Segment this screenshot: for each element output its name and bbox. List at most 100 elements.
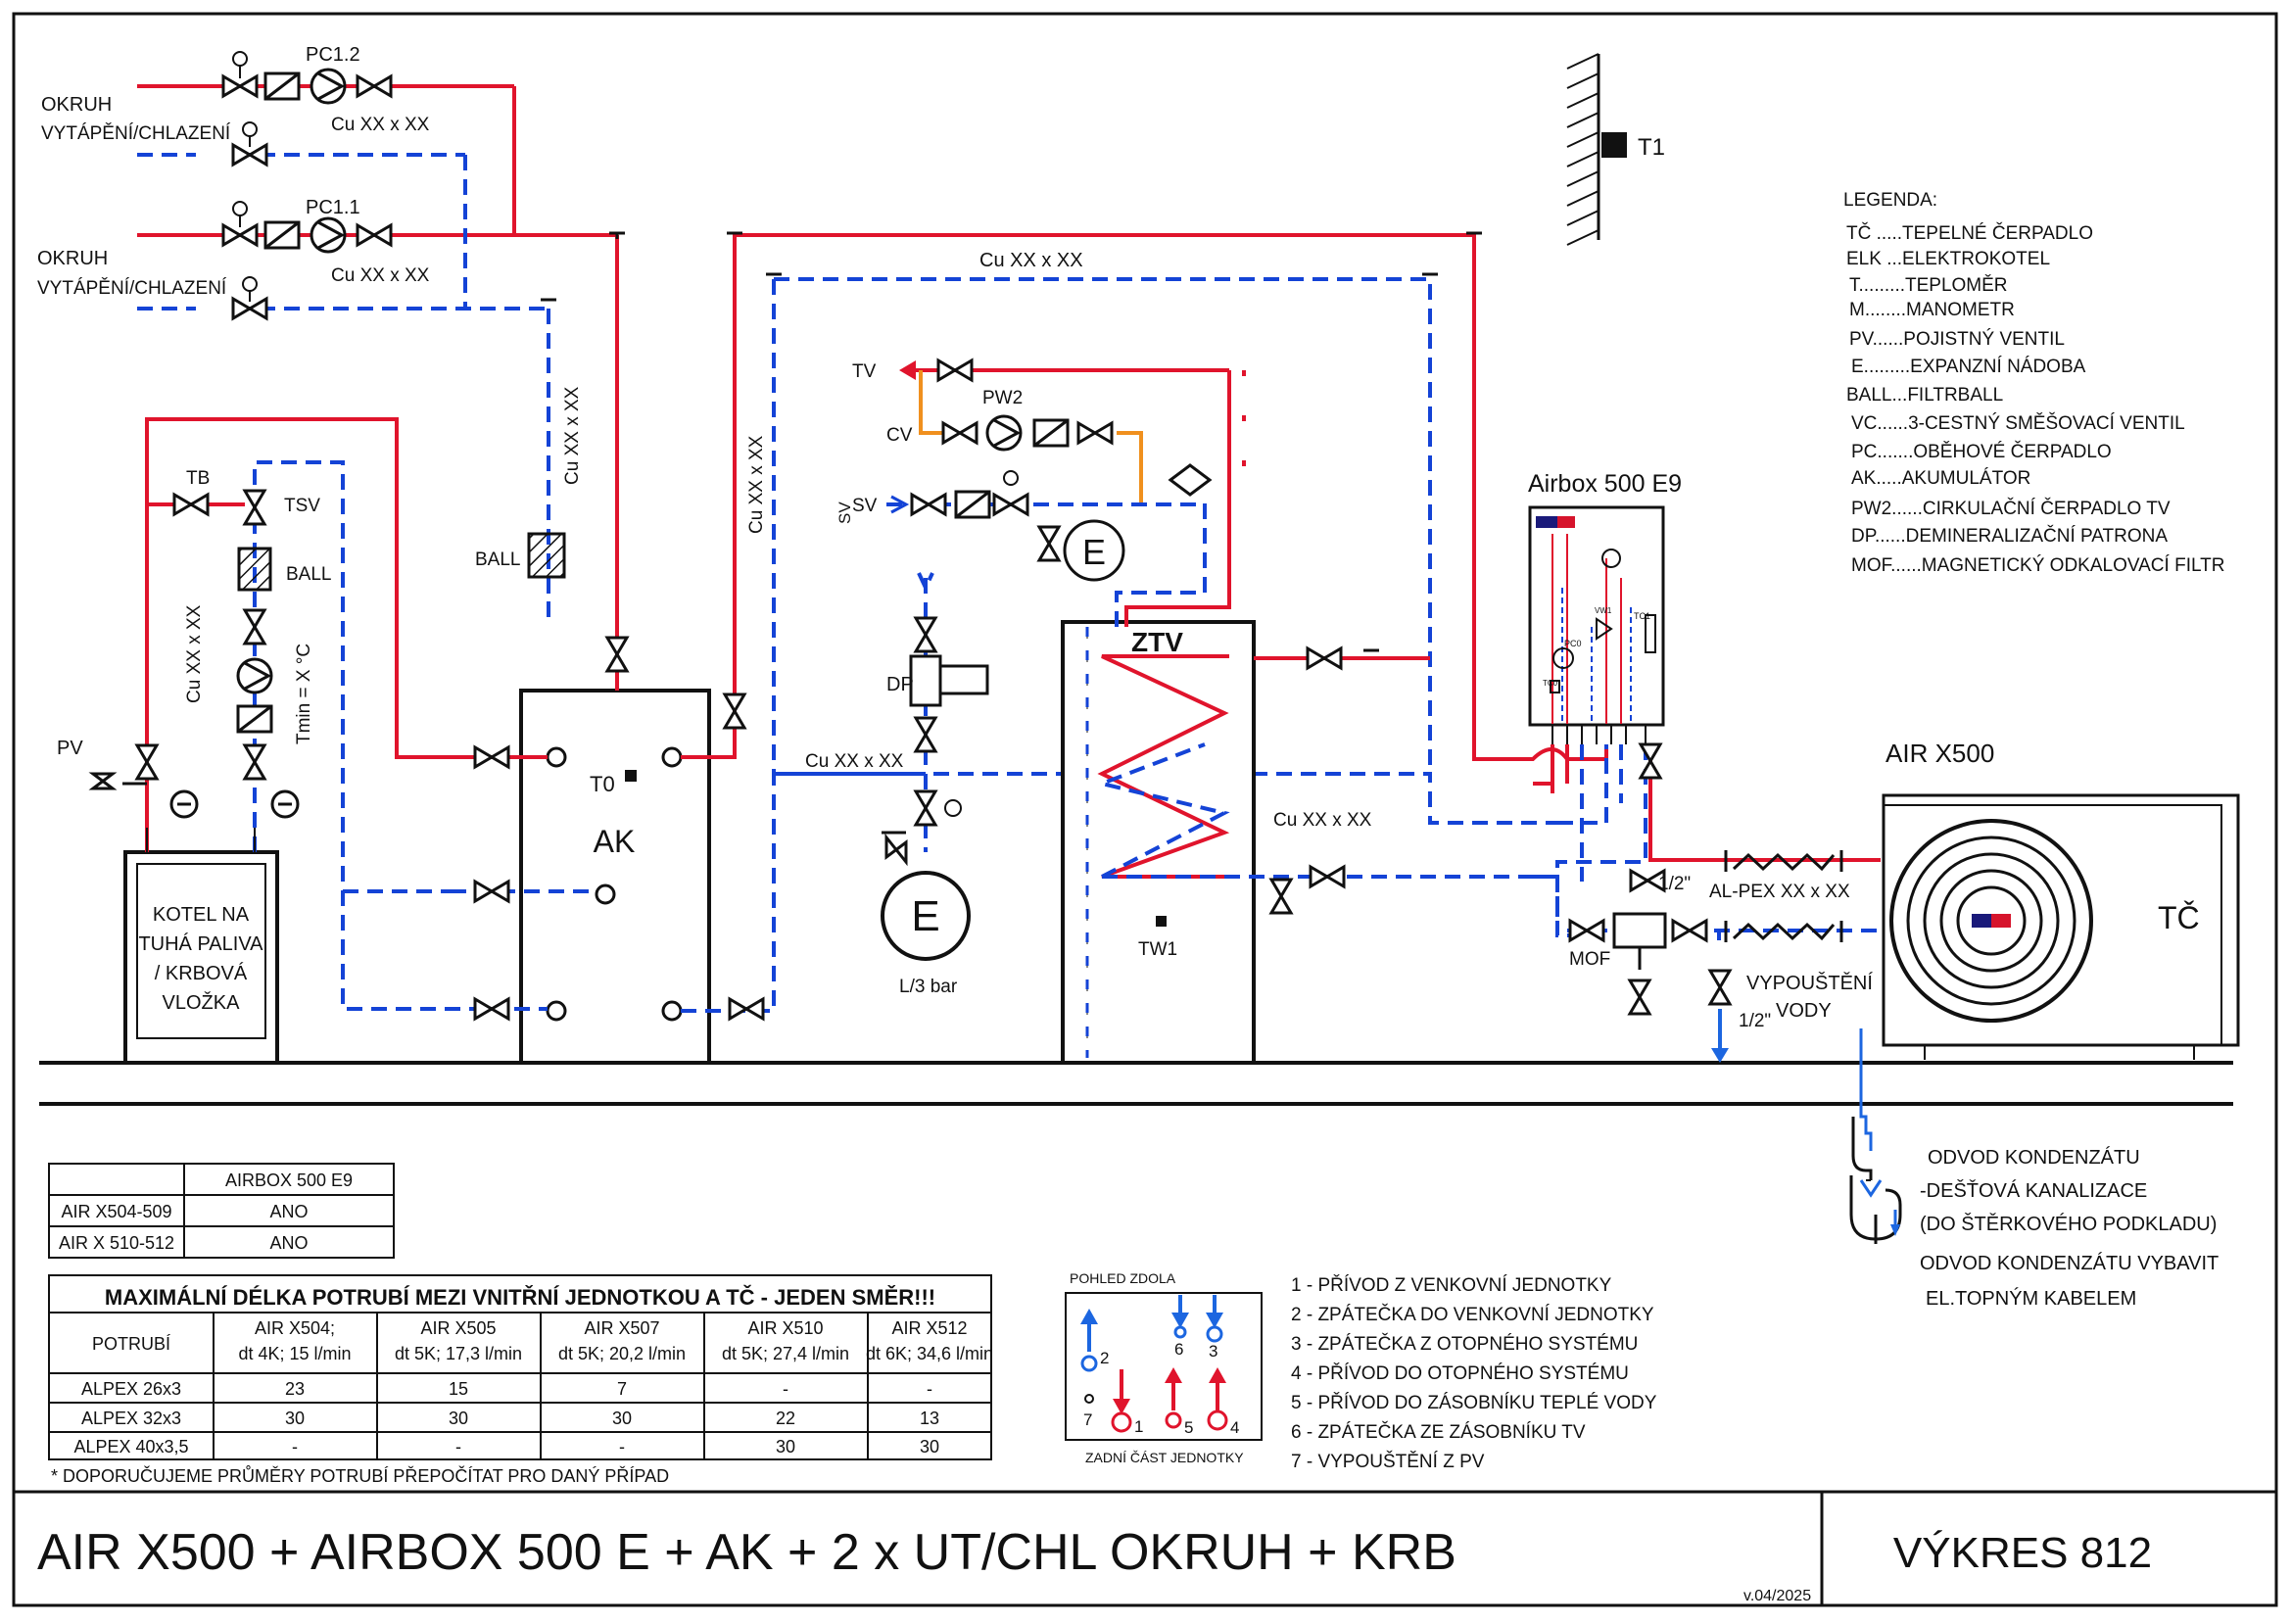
conn-num-5: 5: [1184, 1418, 1193, 1437]
half-inch-1: 1/2": [1658, 874, 1691, 894]
conn-list-2: 2 - ZPÁTEČKA DO VENKOVNÍ JEDNOTKY: [1291, 1304, 1654, 1325]
legend-title: LEGENDA:: [1843, 190, 1937, 211]
row2-c4: 22: [776, 1409, 795, 1428]
boiler-text-3: / KRBOVÁ: [155, 962, 248, 984]
label-sv-vertical: SV: [835, 502, 854, 524]
legend-item-m: M........MANOMETR: [1849, 300, 2015, 320]
ztv-expansion-e: E: [1082, 532, 1106, 572]
length-col0: POTRUBÍ: [92, 1334, 170, 1354]
t1-label: T1: [1638, 134, 1665, 161]
label-tb: TB: [186, 468, 210, 489]
boiler-text-1: KOTEL NA: [153, 904, 250, 926]
solid-fuel-boiler: KOTEL NA TUHÁ PALIVA / KRBOVÁ VLOŽKA TB …: [57, 417, 490, 1065]
conn-num-1: 1: [1134, 1417, 1143, 1436]
cu-label-dp: Cu XX x XX: [805, 751, 904, 772]
label-tmin: Tmin = X °C: [294, 644, 314, 744]
row1-c4: -: [783, 1379, 788, 1399]
conn-num-2: 2: [1100, 1349, 1109, 1367]
pump-pc12-label: PC1.2: [306, 44, 360, 66]
conn-num-6: 6: [1174, 1340, 1183, 1359]
title-block: AIR X500 + AIRBOX 500 E + AK + 2 x UT/CH…: [37, 1524, 2152, 1604]
vypousteni-2: VODY: [1776, 1000, 1832, 1022]
row3-c2: -: [455, 1437, 461, 1457]
compat-row2-val: ANO: [269, 1233, 308, 1253]
mof-and-alpex: AL-PEX XX x XX 1/2" MOF VYPOUŠTĚNÍ VODY …: [1567, 742, 1881, 1063]
row3-c4: 30: [776, 1437, 795, 1457]
legend-item-vc: VC......3-CESTNÝ SMĚŠOVACÍ VENTIL: [1851, 412, 2185, 434]
cu-label-vertical-1: Cu XX x XX: [562, 386, 583, 485]
airbox-pc0: PC0: [1564, 639, 1582, 648]
cu-label-top: Cu XX x XX: [979, 250, 1083, 271]
pipe-length-table: MAXIMÁLNÍ DÉLKA POTRUBÍ MEZI VNITŘNÍ JED…: [48, 1274, 993, 1486]
legend-item-t: T.........TEPLOMĚR: [1849, 274, 2008, 296]
conn-list-4: 4 - PŘÍVOD DO OTOPNÉHO SYSTÉMU: [1291, 1362, 1629, 1384]
length-table-title: MAXIMÁLNÍ DÉLKA POTRUBÍ MEZI VNITŘNÍ JED…: [105, 1285, 935, 1310]
legend-item-elk: ELK ...ELEKTROKOTEL: [1846, 249, 2050, 269]
row2-name: ALPEX 32x3: [81, 1409, 181, 1428]
heating-circuits: OKRUH VYTÁPĚNÍ/CHLAZENÍ OKRUH VYTÁPĚNÍ/C…: [37, 44, 625, 686]
conn-list-3: 3 - ZPÁTEČKA Z OTOPNÉHO SYSTÉMU: [1291, 1333, 1638, 1355]
airbox-title: Airbox 500 E9: [1528, 470, 1682, 498]
label-cv: CV: [886, 425, 913, 446]
col2-h2: dt 5K; 17,3 l/min: [395, 1344, 522, 1363]
length-table-note: * DOPORUČUJEME PRŮMĚRY POTRUBÍ PŘEPOČÍTA…: [51, 1465, 669, 1486]
outdoor-sensor: T1: [1566, 53, 1665, 246]
circuit-2-label: OKRUH: [41, 94, 112, 116]
dp-label: DP: [886, 674, 914, 695]
col5-h1: AIR X512: [891, 1318, 967, 1338]
boiler-text-2: TUHÁ PALIVA: [138, 932, 263, 955]
legend-item-e: E.........EXPANZNÍ NÁDOBA: [1851, 357, 2086, 377]
label-tv: TV: [852, 361, 877, 382]
col2-h1: AIR X505: [420, 1318, 496, 1338]
col1-h1: AIR X504;: [255, 1318, 335, 1338]
compat-row1-model: AIR X504-509: [61, 1202, 171, 1221]
condensate-1: ODVOD KONDENZÁTU: [1928, 1146, 2140, 1169]
row3-c5: 30: [920, 1437, 939, 1457]
row1-c5: -: [927, 1379, 932, 1399]
legend-item-pc: PC.......OBĚHOVÉ ČERPADLO: [1851, 441, 2112, 462]
dp-pressure: L/3 bar: [899, 977, 958, 997]
row2-c2: 30: [449, 1409, 468, 1428]
col4-h2: dt 5K; 27,4 l/min: [722, 1344, 849, 1363]
ak-t0: T0: [590, 772, 615, 796]
demineralization-and-expansion: E DP L/3 bar: [774, 572, 989, 997]
row3-c1: -: [292, 1437, 298, 1457]
airbox-vw1: VW1: [1595, 606, 1612, 615]
row2-c5: 13: [920, 1409, 939, 1428]
label-tsv: TSV: [284, 496, 320, 516]
drawing-number: VÝKRES 812: [1893, 1529, 2152, 1577]
condensate-heat-1: ODVOD KONDENZÁTU VYBAVIT: [1920, 1252, 2219, 1274]
label-ball-boiler: BALL: [286, 564, 331, 585]
legend-item-ball: BALL...FILTRBALL: [1846, 385, 2003, 406]
tc-label: TČ: [2158, 900, 2200, 935]
ak-label: AK: [594, 824, 636, 859]
connection-diagram: POHLED ZDOLA ZADNÍ ČÁST JEDNOTKY 2 7 1 6…: [1065, 1270, 1657, 1472]
airbox-unit: Airbox 500 E9 PC0 VW1 TC1 TC0: [1523, 470, 1682, 937]
label-pv: PV: [57, 738, 83, 759]
vypousteni-1: VYPOUŠTĚNÍ: [1746, 972, 1873, 994]
col3-h1: AIR X507: [584, 1318, 659, 1338]
col1-h2: dt 4K; 15 l/min: [238, 1344, 351, 1363]
legend-item-dp: DP......DEMINERALIZAČNÍ PATRONA: [1851, 525, 2168, 547]
row3-name: ALPEX 40x3,5: [73, 1437, 188, 1457]
cu-label-vertical-2: Cu XX x XX: [746, 435, 767, 534]
airbox-tc0: TC0: [1543, 679, 1558, 688]
conn-list-5: 5 - PŘÍVOD DO ZÁSOBNÍKU TEPLÉ VODY: [1291, 1392, 1657, 1413]
circuit-2-sub: VYTÁPĚNÍ/CHLAZENÍ: [41, 122, 231, 144]
label-cu-boiler: Cu XX x XX: [184, 604, 205, 703]
row1-name: ALPEX 26x3: [81, 1379, 181, 1399]
cu-label-ztv: Cu XX x XX: [1273, 810, 1372, 831]
col4-h1: AIR X510: [747, 1318, 823, 1338]
row1-c2: 15: [449, 1379, 468, 1399]
compat-row1-val: ANO: [269, 1202, 308, 1221]
conn-num-4: 4: [1230, 1418, 1239, 1437]
half-inch-2: 1/2": [1739, 1011, 1771, 1031]
mof-label: MOF: [1569, 949, 1610, 970]
row1-c1: 23: [285, 1379, 305, 1399]
legend: LEGENDA: TČ .....TEPELNÉ ČERPADLO ELK ..…: [1843, 190, 2224, 576]
row1-c3: 7: [617, 1379, 627, 1399]
ztv-tw1: TW1: [1138, 939, 1177, 960]
label-pw2: PW2: [982, 388, 1023, 408]
conn-list-6: 6 - ZPÁTEČKA ZE ZÁSOBNÍKU TV: [1291, 1421, 1586, 1443]
